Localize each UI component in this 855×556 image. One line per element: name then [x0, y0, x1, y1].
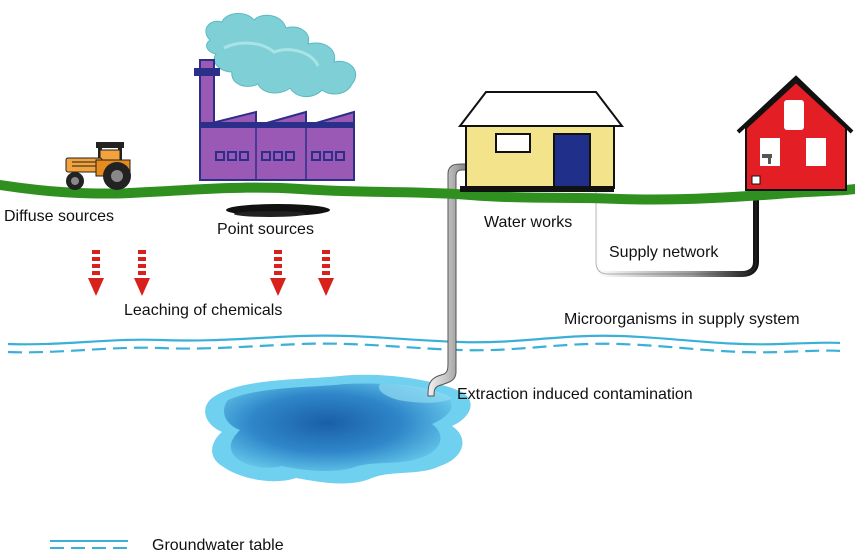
legend-groundwater-swatch — [50, 540, 128, 549]
label-extraction: Extraction induced contamination — [457, 386, 693, 403]
label-leaching: Leaching of chemicals — [124, 302, 283, 319]
label-diffuse-sources: Diffuse sources — [4, 208, 114, 225]
arrow-down-icon — [88, 250, 104, 296]
label-point-sources: Point sources — [217, 221, 314, 238]
arrow-down-icon — [270, 250, 286, 296]
legend-groundwater-label: Groundwater table — [152, 537, 284, 554]
groundwater-table-dashed-line — [7, 342, 841, 354]
supply-network-pipe — [593, 186, 759, 277]
arrow-down-icon — [134, 250, 150, 296]
label-water-works: Water works — [484, 214, 573, 231]
arrow-down-icon — [318, 250, 334, 296]
factory-icon — [194, 59, 355, 181]
house-icon — [736, 75, 854, 191]
groundwater-table-line — [7, 334, 841, 346]
label-microorganisms: Microorganisms in supply system — [564, 311, 800, 328]
label-supply-network: Supply network — [609, 244, 719, 261]
supply-network-label-bg — [606, 243, 750, 265]
smoke-icon — [205, 13, 357, 97]
tractor-icon — [65, 142, 131, 190]
contamination-plume — [205, 374, 471, 484]
faucet-icon — [751, 154, 772, 185]
water-works-building-icon — [457, 91, 625, 192]
leaching-arrows — [88, 250, 334, 296]
ground-surface — [0, 180, 855, 205]
